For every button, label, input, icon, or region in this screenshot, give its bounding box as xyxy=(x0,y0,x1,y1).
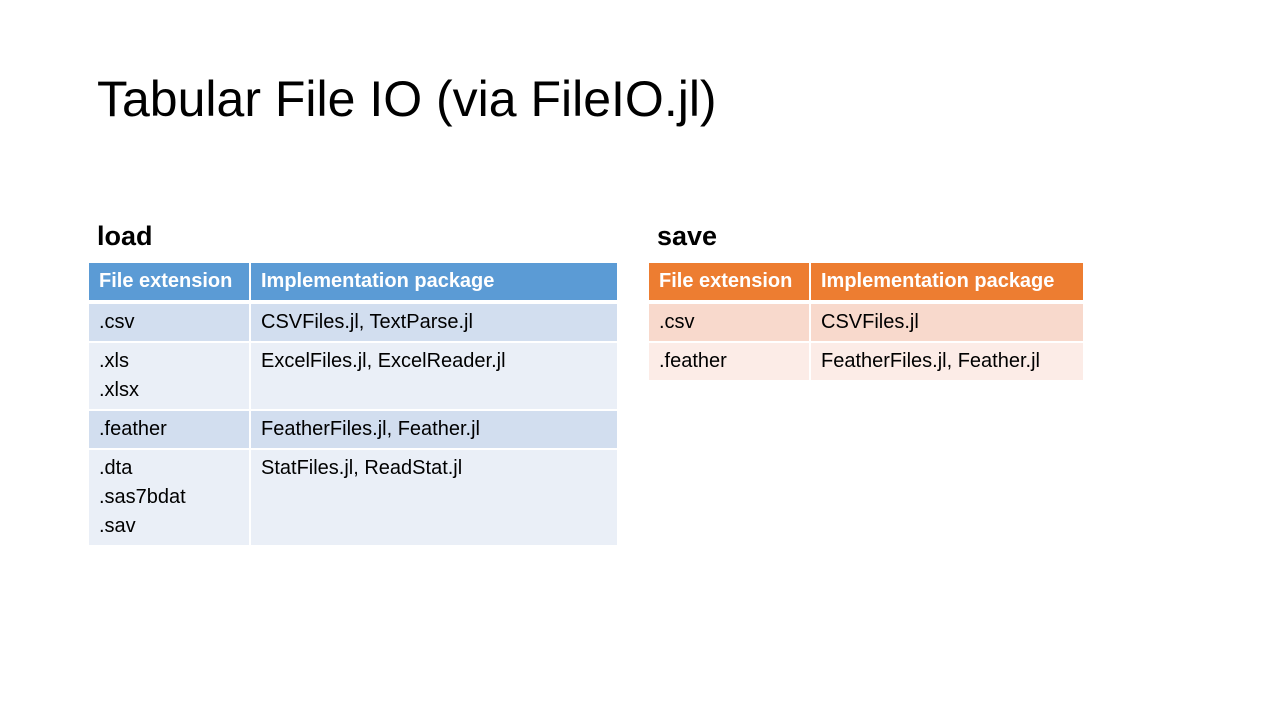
save-table-header-row: File extension Implementation package xyxy=(649,263,1083,304)
load-table: File extension Implementation package .c… xyxy=(89,263,617,547)
save-header-package: Implementation package xyxy=(810,263,1083,304)
save-table: File extension Implementation package .c… xyxy=(649,263,1083,382)
extension-cell: .csv xyxy=(649,302,811,343)
extension-cell: .feather xyxy=(649,342,811,382)
load-header-package: Implementation package xyxy=(250,263,617,304)
save-header-extension: File extension xyxy=(649,263,811,304)
table-row: .csv CSVFiles.jl, TextParse.jl xyxy=(89,302,617,343)
table-row: .xls .xlsx ExcelFiles.jl, ExcelReader.jl xyxy=(89,342,617,411)
table-row: .dta .sas7bdat .sav StatFiles.jl, ReadSt… xyxy=(89,449,617,547)
table-row: .feather FeatherFiles.jl, Feather.jl xyxy=(89,410,617,450)
save-section-label: save xyxy=(657,221,718,251)
extension-cell: .csv xyxy=(89,302,251,343)
load-header-extension: File extension xyxy=(89,263,251,304)
table-row: .csv CSVFiles.jl xyxy=(649,302,1083,343)
package-cell: FeatherFiles.jl, Feather.jl xyxy=(250,410,617,450)
package-cell: CSVFiles.jl xyxy=(810,302,1083,343)
package-cell: ExcelFiles.jl, ExcelReader.jl xyxy=(250,342,617,411)
load-table-header-row: File extension Implementation package xyxy=(89,263,617,304)
slide-title: Tabular File IO (via FileIO.jl) xyxy=(97,71,717,127)
package-cell: CSVFiles.jl, TextParse.jl xyxy=(250,302,617,343)
package-cell: FeatherFiles.jl, Feather.jl xyxy=(810,342,1083,382)
extension-cell: .xls .xlsx xyxy=(89,342,251,411)
extension-cell: .feather xyxy=(89,410,251,450)
load-section-label: load xyxy=(97,221,153,251)
extension-cell: .dta .sas7bdat .sav xyxy=(89,449,251,547)
table-row: .feather FeatherFiles.jl, Feather.jl xyxy=(649,342,1083,382)
package-cell: StatFiles.jl, ReadStat.jl xyxy=(250,449,617,547)
